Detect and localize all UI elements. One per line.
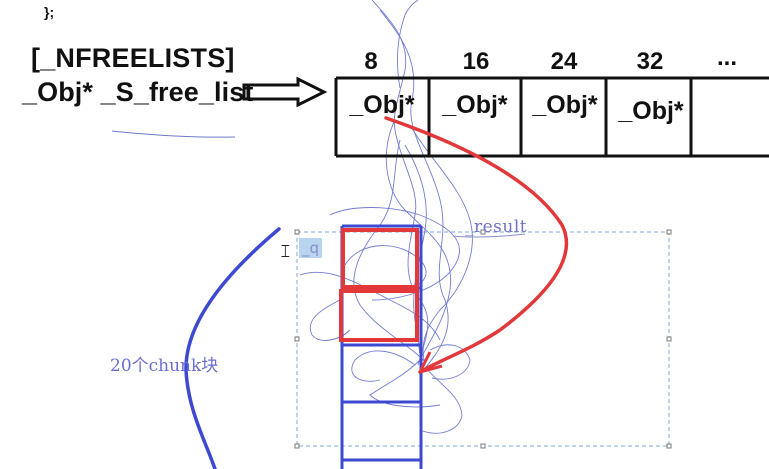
result-label: _result [465,217,528,237]
chunk-count-label: 20个chunk块 [110,356,219,376]
column-size-more: ... [716,44,737,71]
text-cursor-icon: 𝙸 [279,241,292,261]
column-size-16: 16 [462,48,490,75]
chunk-brace-curve [184,227,281,469]
free-list-array-size: [_NFREELISTS] [31,43,235,73]
selection-handles[interactable] [294,229,672,449]
column-size-32: 32 [636,48,664,75]
q-label[interactable]: _q [299,238,323,258]
cell-obj-16: _Obj* [442,91,508,119]
red-arrowhead [418,351,443,374]
red-link-curve [384,116,569,374]
scribble-strokes [299,0,473,434]
dash-stroke [452,233,526,238]
code-closing-line: }; [44,4,55,20]
chunk-stack [340,224,423,469]
column-size-8: 8 [364,48,378,75]
chunk-highlight-2 [339,289,419,342]
cell-obj-32: _Obj* [618,97,684,125]
chunk-highlight-1 [341,228,419,289]
pointer-arrow [242,76,328,108]
column-size-24: 24 [550,48,578,75]
cell-obj-8: _Obj* [349,91,415,119]
free-list-declaration: _Obj* _S_free_list [22,77,254,107]
underline-stroke [111,130,236,138]
free-list-table [334,76,769,158]
cell-obj-24: _Obj* [532,91,598,119]
